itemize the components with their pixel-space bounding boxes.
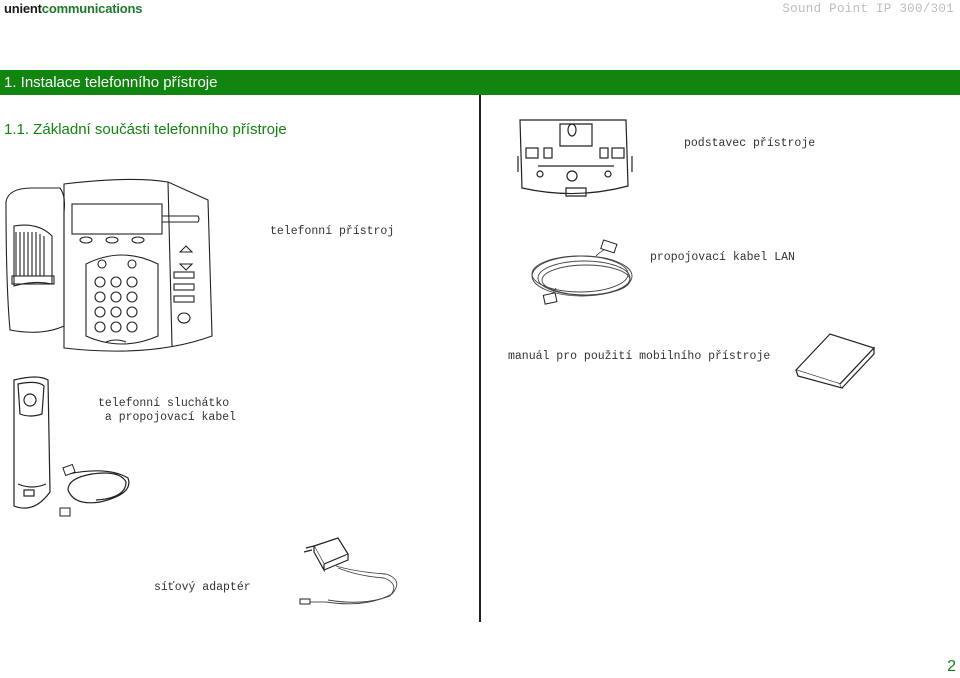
brand-logo: unientcommunications (4, 1, 142, 16)
phone-illustration (5, 178, 213, 352)
section-title: 1. Instalace telefonního přístroje (4, 74, 218, 91)
brand-prefix: unient (4, 1, 42, 16)
column-divider (479, 95, 481, 622)
handset-illustration (13, 376, 130, 517)
lan-cable-illustration (531, 239, 633, 305)
brand-suffix: communications (41, 1, 143, 16)
subsection-title: 1.1. Základní součásti telefonního příst… (4, 121, 287, 138)
page-number: 2 (947, 658, 956, 675)
caption-manual: manuál pro použití mobilního přístroje (508, 350, 771, 363)
product-name: Sound Point IP 300/301 (782, 2, 954, 16)
section-bar: 1. Instalace telefonního přístroje (0, 70, 960, 95)
caption-adapter: síťový adaptér (154, 581, 251, 594)
caption-stand: podstavec přístroje (684, 137, 816, 150)
stand-illustration (517, 119, 633, 197)
adapter-illustration (299, 537, 398, 605)
caption-phone: telefonní přístroj (270, 225, 395, 238)
caption-handset: telefonní sluchátko a propojovací kabel (98, 397, 237, 424)
manual-illustration (794, 333, 876, 389)
caption-lan-cable: propojovací kabel LAN (650, 251, 795, 264)
